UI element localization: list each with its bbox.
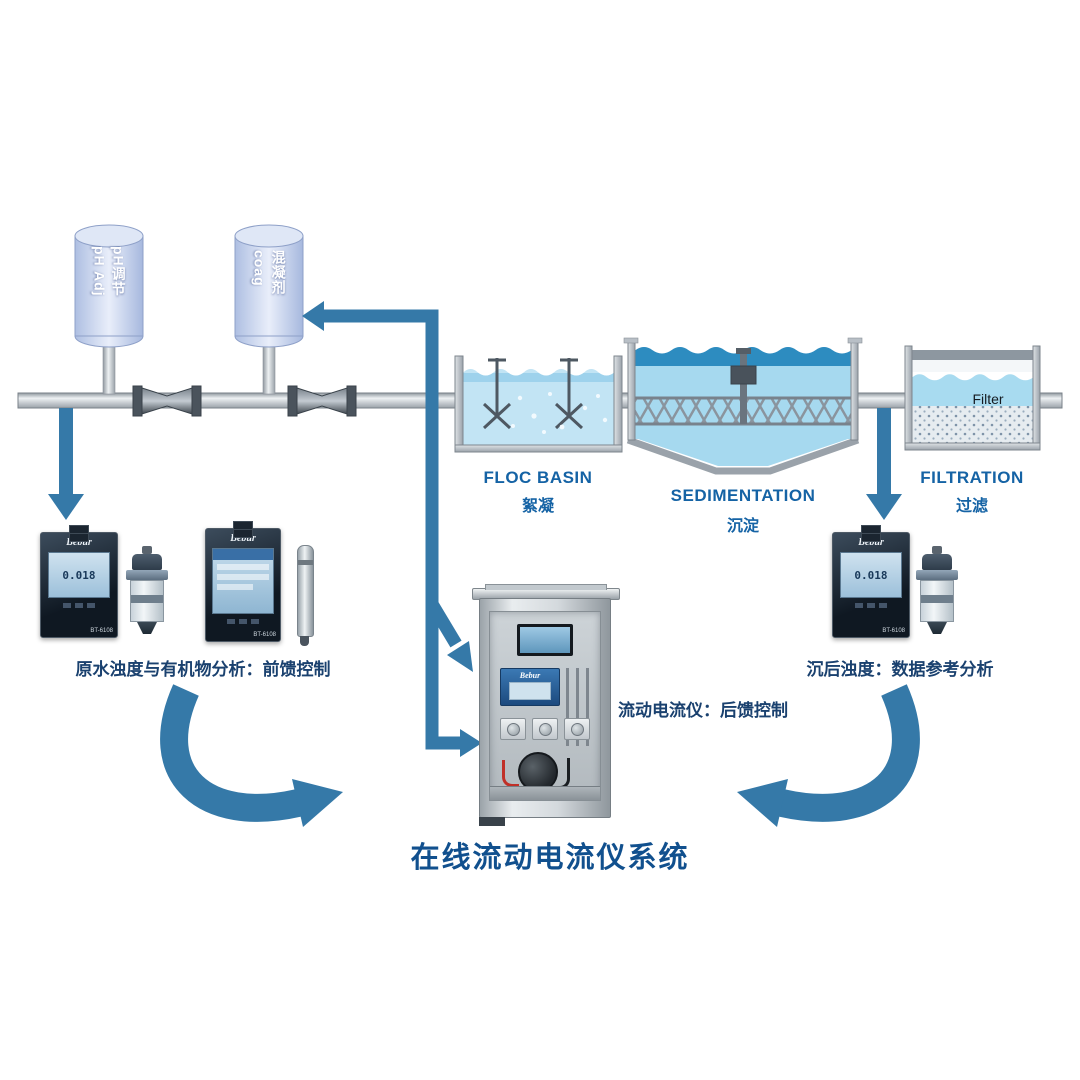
tank-stands [102, 341, 276, 395]
diagram-title: 在线流动电流仪系统 [410, 842, 690, 874]
controller-brand: Bebur [230, 533, 256, 544]
black-wire [555, 758, 570, 789]
controller-model: BT-6108 [882, 628, 905, 634]
cabinet-foot [479, 817, 495, 826]
controller-buttons [41, 603, 117, 608]
sensor-cap [132, 554, 162, 570]
controller-reading: 0.018 [854, 568, 888, 582]
coagulant-tank-label: coag 混凝剂 [240, 250, 298, 334]
floc-basin [454, 355, 623, 453]
left-caption: 原水浊度与有机物分析：前馈控制 [75, 660, 331, 679]
floc-mixers [482, 358, 584, 430]
floc-basin-label-en: FLOC BASIN [483, 468, 593, 487]
right-turbidity-sensor [916, 546, 958, 634]
cabinet-base-shelf [490, 786, 600, 800]
sedimentation-basin [623, 337, 863, 475]
filtration-label-zh: 过滤 [955, 498, 988, 515]
left-organics-controller: Bebur BT-6108 [205, 521, 281, 642]
sensor-body [920, 580, 954, 622]
controller-brand: Bebur [519, 671, 541, 680]
ph-tank-label-en: pH Adj [91, 246, 108, 297]
filter-media-label: Filter [972, 391, 1003, 407]
controller-reading: 0.018 [62, 568, 96, 582]
cabinet-sensor-coil [518, 752, 558, 792]
sedimentation-label-en: SEDIMENTATION [670, 486, 816, 505]
cabinet-tubing [564, 668, 592, 746]
cabinet-pumps [496, 718, 594, 740]
cabinet-controller: Bebur [500, 668, 560, 706]
sensor-foot [137, 622, 157, 634]
cabinet-foot [489, 817, 505, 826]
cabinet-display [517, 624, 573, 656]
ph-tank-label: pH Adj pH调节 [80, 246, 138, 334]
swoosh-arrow-left [160, 684, 343, 827]
left-dip-probe [297, 545, 314, 646]
cabinet-controller-screen [509, 682, 551, 700]
controller-brand: Bebur [858, 537, 884, 548]
controller-model: BT-6108 [90, 628, 113, 634]
right-turbidity-controller: Bebur 0.018 BT-6108 [832, 525, 910, 638]
sensor-collar [126, 570, 168, 580]
right-caption: 沉后浊度：数据参考分析 [806, 660, 994, 679]
sensor-body [130, 580, 164, 622]
sedimentation-label-zh: 沉淀 [726, 518, 759, 535]
left-turbidity-controller: Bebur 0.018 BT-6108 [40, 525, 118, 638]
swoosh-arrow-right [737, 684, 920, 827]
coagulant-tank-label-en: coag [251, 250, 268, 287]
coagulant-tank-label-zh: 混凝剂 [270, 250, 287, 295]
pipe-fitting-1 [132, 385, 202, 417]
streaming-current-analyzer-cabinet: Bebur [472, 584, 620, 826]
floc-bubbles [511, 392, 608, 434]
sedimentation-scraper-drive [730, 348, 757, 424]
sensor-foot [927, 622, 947, 634]
mounting-tab [233, 529, 253, 538]
sensor-collar [916, 570, 958, 580]
down-arrow-left [48, 408, 84, 520]
filtration-basin: Filter [904, 345, 1041, 451]
controller-buttons [206, 619, 280, 624]
sensor-nub [932, 546, 942, 554]
cabinet-body: Bebur [479, 598, 611, 818]
controller-model: BT-6108 [253, 632, 276, 638]
controller-touchscreen [212, 548, 274, 614]
ph-tank-label-zh: pH调节 [110, 246, 127, 297]
sensor-nub [142, 546, 152, 554]
pipe-fitting-2 [287, 385, 357, 417]
sensor-cap [922, 554, 952, 570]
coagulant-tank [234, 224, 304, 348]
center-caption: 流动电流仪：后馈控制 [618, 701, 788, 720]
ph-tank [74, 224, 144, 348]
mounting-tab [69, 533, 89, 542]
controller-buttons [833, 603, 909, 608]
red-wire [502, 760, 519, 787]
controller-brand: Bebur [66, 537, 92, 548]
feedback-line-arrow [302, 301, 482, 757]
left-turbidity-sensor [126, 546, 168, 634]
floc-basin-label-zh: 絮凝 [521, 498, 554, 515]
controller-screen: 0.018 [839, 552, 903, 598]
filtration-label-en: FILTRATION [920, 468, 1024, 487]
down-arrow-right [866, 408, 902, 520]
mounting-tab [861, 533, 881, 542]
controller-screen: 0.018 [47, 552, 111, 598]
cabinet-inner-panel: Bebur [489, 611, 601, 801]
cabinet-display-screen [520, 627, 570, 653]
